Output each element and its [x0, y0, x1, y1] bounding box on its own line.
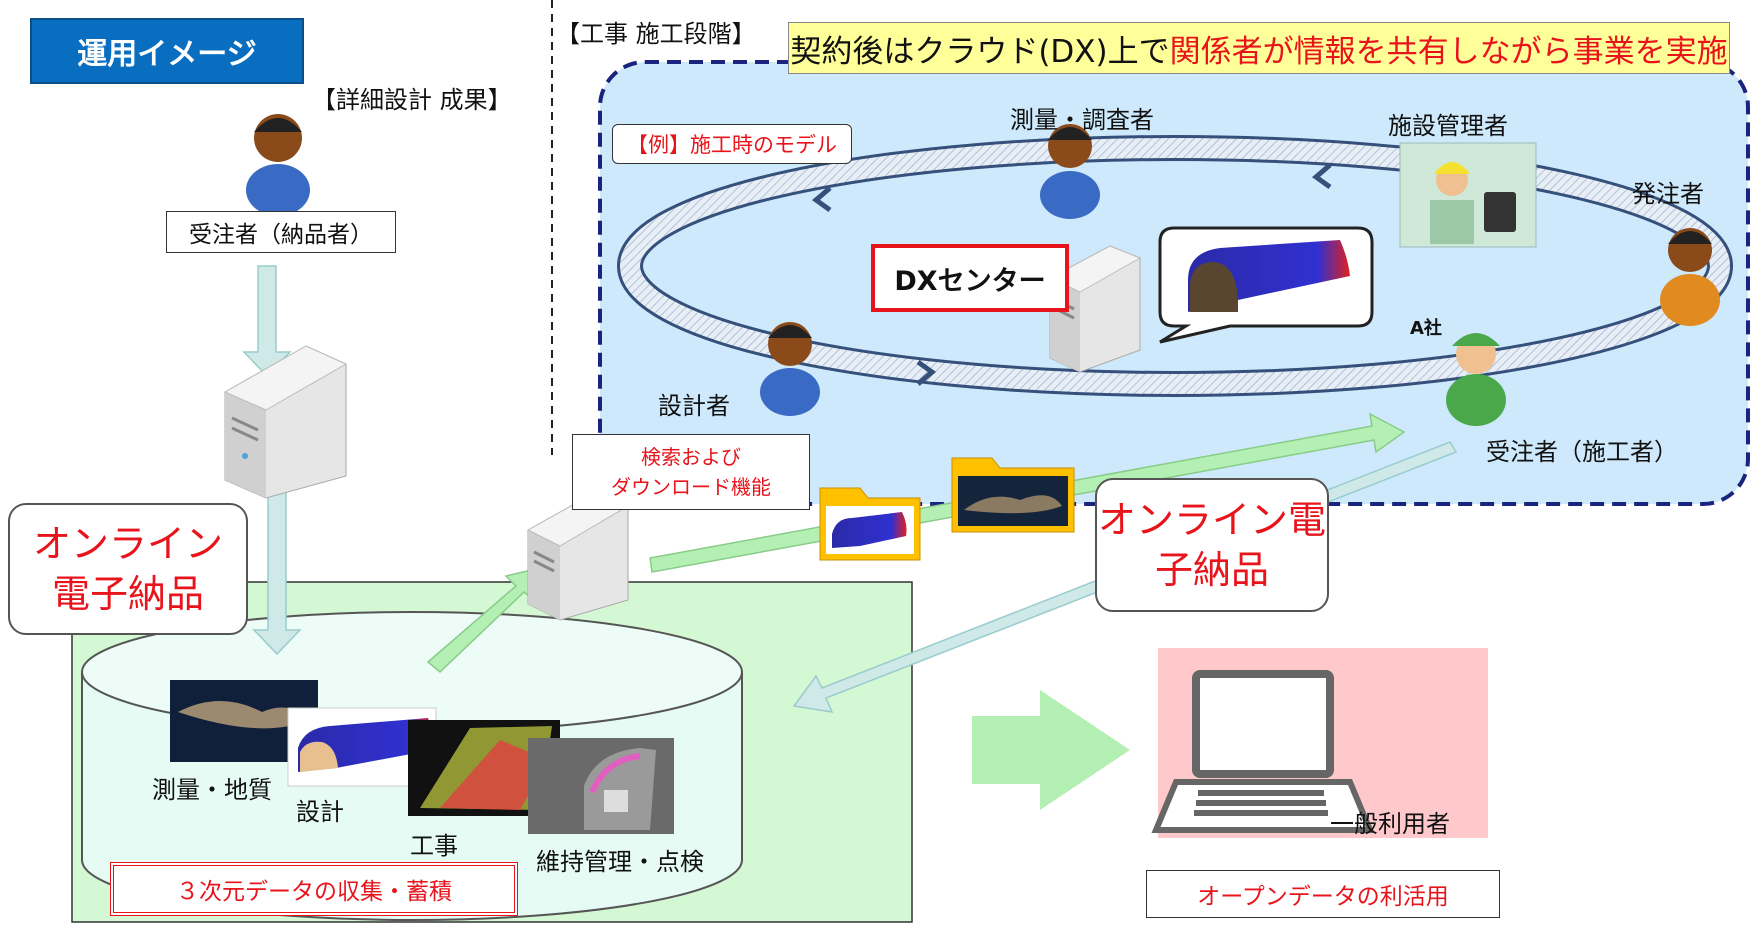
server-icon-dx: [1048, 245, 1142, 373]
server-icon-left: [223, 345, 348, 499]
folder-icon-terrain: [951, 457, 1075, 533]
online-callout-line2: 電子納品: [51, 572, 204, 616]
construction-stage-label: 【工事 施工段階】: [556, 20, 756, 48]
online-callout-right-line2: 子納品: [1154, 548, 1269, 592]
folder-icon-tunnel: [819, 487, 921, 561]
contractor-label: 受注者（納品者）: [166, 211, 396, 253]
online-callout-right-line1: オンライン電: [1097, 498, 1326, 542]
maintenance-image: [528, 738, 674, 834]
open-data-arrow: [972, 690, 1130, 810]
person-icon-builder: [1446, 333, 1506, 426]
role-surveyor: 測量・調査者: [1010, 106, 1154, 134]
headline-prefix: 契約後はクラウド(DX)上で: [790, 33, 1170, 70]
role-facility-manager: 施設管理者: [1388, 112, 1508, 140]
tunnel-model-bubble: [1158, 226, 1374, 344]
server-icon-middle: [526, 491, 630, 621]
online-delivery-callout-left: オンライン 電子納品: [8, 503, 248, 635]
role-designer: 設計者: [658, 392, 730, 420]
online-delivery-callout-right: オンライン電 子納品: [1095, 478, 1329, 612]
role-builder: 受注者（施工者）: [1486, 438, 1678, 466]
cloud-ring: [617, 135, 1733, 397]
person-icon-client: [1660, 228, 1720, 326]
online-callout-line1: オンライン: [32, 522, 223, 566]
search-download-box: 検索および ダウンロード機能: [572, 434, 810, 510]
facility-manager-image: [1399, 142, 1537, 248]
db-item-construction: 工事: [410, 832, 458, 860]
person-icon-contractor: [246, 114, 310, 216]
design-result-label: 【詳細設計 成果】: [312, 86, 512, 114]
example-label: 【例】施工時のモデル: [612, 124, 852, 164]
person-icon-designer: [760, 322, 820, 416]
db-item-design: 設計: [296, 798, 344, 826]
general-user-label: 一般利用者: [1330, 810, 1450, 838]
role-company-a: A社: [1410, 318, 1442, 339]
search-line1: 検索および: [641, 445, 741, 469]
headline: 契約後はクラウド(DX)上で関係者が情報を共有しながら事業を実施: [788, 22, 1730, 74]
laptop-icon: [1151, 670, 1375, 833]
open-data-caption: オープンデータの利活用: [1146, 870, 1500, 918]
title-badge: 運用イメージ: [30, 18, 304, 84]
search-line2: ダウンロード機能: [611, 475, 771, 499]
db-caption: ３次元データの収集・蓄積: [110, 862, 518, 916]
db-item-survey: 測量・地質: [152, 776, 272, 804]
db-item-maintenance: 維持管理・点検: [536, 848, 704, 876]
role-client: 発注者: [1632, 180, 1704, 208]
person-icon-surveyor: [1040, 124, 1100, 219]
headline-emphasis: 関係者が情報を共有しながら事業を実施: [1169, 33, 1728, 70]
dx-center-label: DXセンター: [871, 244, 1069, 312]
